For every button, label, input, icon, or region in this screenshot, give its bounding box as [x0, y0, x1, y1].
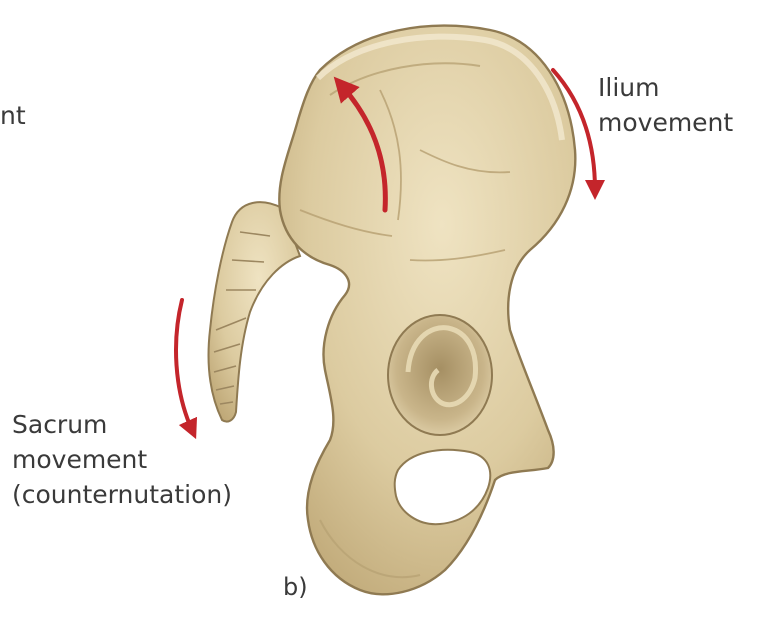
ilium-label-line2: movement [598, 105, 733, 140]
ilium-label-line1: Ilium [598, 70, 733, 105]
cropped-label-text: nt [0, 98, 26, 133]
sacrum-label-line1: Sacrum [12, 407, 232, 442]
panel-letter-text: b) [283, 570, 308, 605]
ilium-movement-label: Ilium movement [598, 70, 733, 140]
cropped-label-fragment: nt [0, 98, 26, 133]
sacrum-label-line3: (counternutation) [12, 477, 232, 512]
sacrum-movement-label: Sacrum movement (counternutation) [12, 407, 232, 512]
panel-letter: b) [283, 570, 308, 605]
sacrum-label-line2: movement [12, 442, 232, 477]
